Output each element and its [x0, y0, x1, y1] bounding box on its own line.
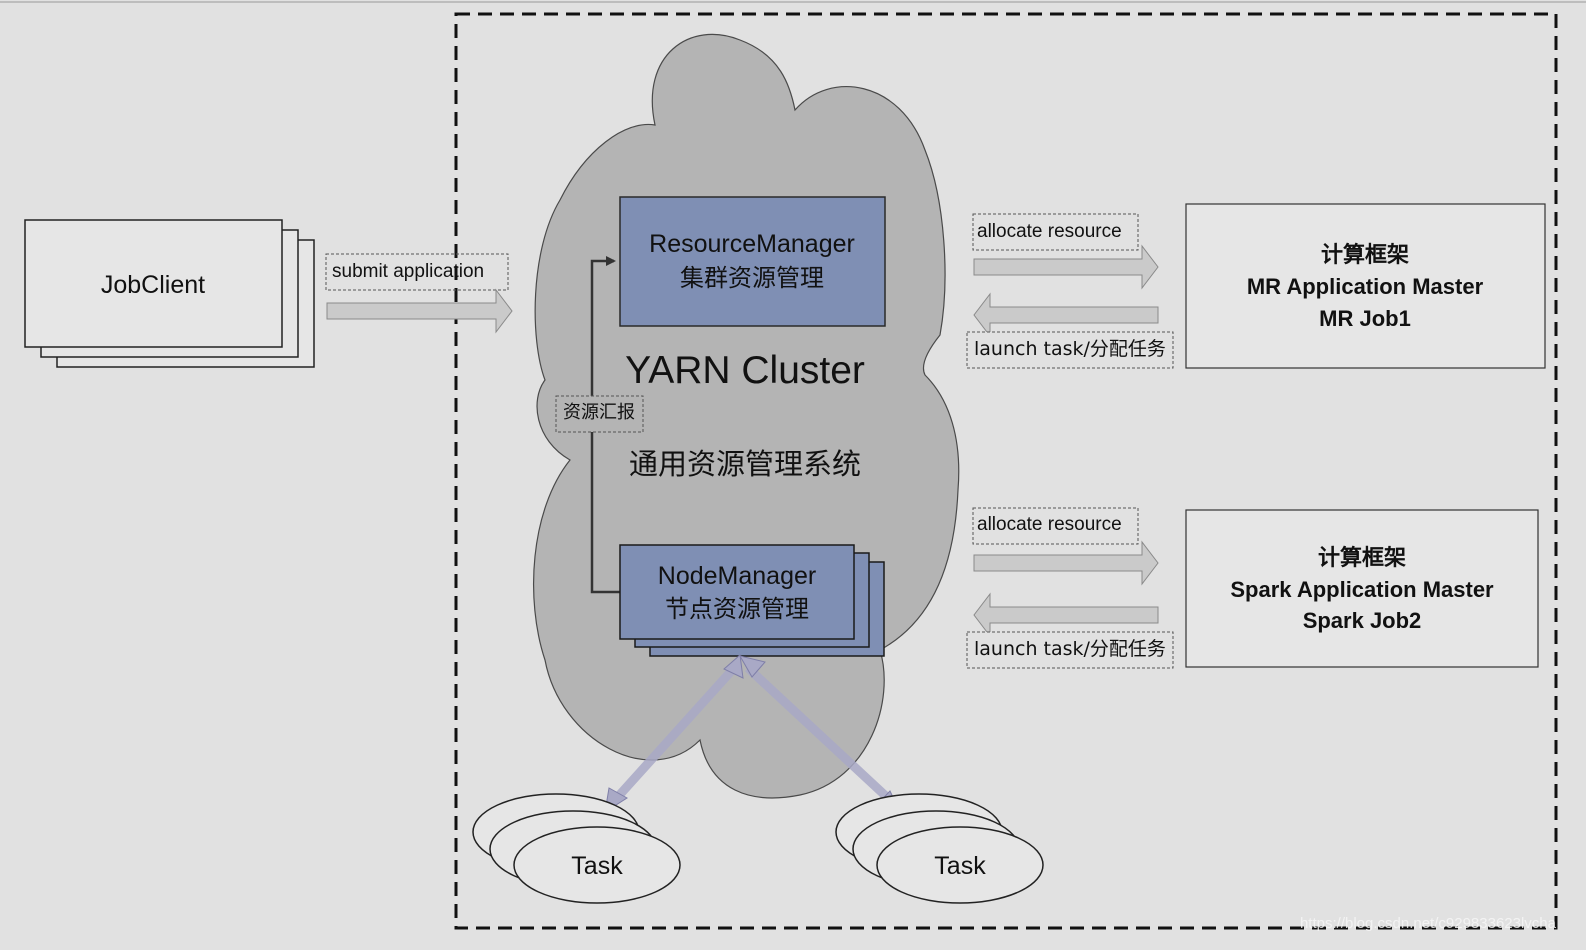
job-client-stack[interactable]: JobClient: [24, 219, 315, 368]
task-left-arrow-shaft: [611, 664, 738, 804]
submit-label-box: [325, 253, 509, 291]
framework-master-spark: Spark Application Master: [1230, 577, 1494, 602]
job-client-card-front: [24, 219, 283, 348]
framework-rect-mr: [1185, 203, 1546, 369]
task-group-left[interactable]: Task: [472, 793, 681, 904]
resource-manager-rect: [619, 196, 886, 327]
allocate-label-2: allocate resource: [977, 514, 1122, 535]
framework-rect-spark: [1185, 509, 1539, 668]
task-ellipse-front: [513, 826, 681, 904]
launch-arrow-2: [973, 592, 1159, 638]
allocate-arrow-2: [973, 540, 1159, 586]
framework-job-mr: MR Job1: [1319, 306, 1411, 331]
task-left-arrow-head-top: [723, 654, 744, 679]
task-group-right[interactable]: Task: [835, 793, 1044, 904]
node-manager-card-front: [619, 544, 855, 640]
framework-heading-spark: 计算框架: [1318, 545, 1406, 571]
framework-box-mr[interactable]: 计算框架 MR Application Master MR Job1: [1185, 203, 1546, 369]
task-right-arrow-head-top: [738, 655, 766, 678]
task-label-right: Task: [934, 852, 986, 880]
allocate-label-1: allocate resource: [977, 221, 1122, 242]
cluster-title: YARN Cluster: [625, 349, 865, 392]
cluster-boundary: [454, 12, 1558, 930]
node-manager-subtitle: 节点资源管理: [665, 595, 809, 623]
resource-manager-title: ResourceManager: [649, 230, 855, 258]
allocate-label-box-2: [972, 507, 1139, 545]
framework-master-mr: MR Application Master: [1247, 274, 1484, 299]
submit-label: submit application: [332, 261, 484, 282]
task-label-left: Task: [571, 852, 623, 880]
resource-manager-box[interactable]: ResourceManager 集群资源管理: [619, 196, 886, 327]
job-client-label: JobClient: [101, 271, 205, 299]
launch-label-box-2: [966, 631, 1174, 669]
launch-arrow-1: [973, 292, 1159, 338]
cluster-subtitle: 通用资源管理系统: [629, 447, 861, 481]
framework-box-spark[interactable]: 计算框架 Spark Application Master Spark Job2: [1185, 509, 1539, 668]
report-label: 资源汇报: [563, 402, 635, 423]
launch-label-box-1: [966, 331, 1174, 369]
framework-heading-mr: 计算框架: [1321, 242, 1409, 268]
allocate-label-box-1: [972, 213, 1139, 251]
framework-job-spark: Spark Job2: [1303, 608, 1422, 633]
report-label-box: [555, 395, 644, 433]
launch-label-1: launch task/分配任务: [974, 338, 1166, 360]
watermark-text: https://blog.csdn.net/c929833623lvcha: [1300, 915, 1557, 932]
resource-manager-subtitle: 集群资源管理: [680, 264, 824, 292]
task-ellipse-front: [876, 826, 1044, 904]
launch-label-2: launch task/分配任务: [974, 638, 1166, 660]
node-manager-title: NodeManager: [658, 562, 816, 590]
allocate-arrow-1: [973, 244, 1159, 290]
task-right-arrow-shaft: [744, 664, 894, 804]
submit-arrow: [326, 288, 513, 334]
node-manager-stack[interactable]: NodeManager 节点资源管理: [619, 544, 885, 657]
